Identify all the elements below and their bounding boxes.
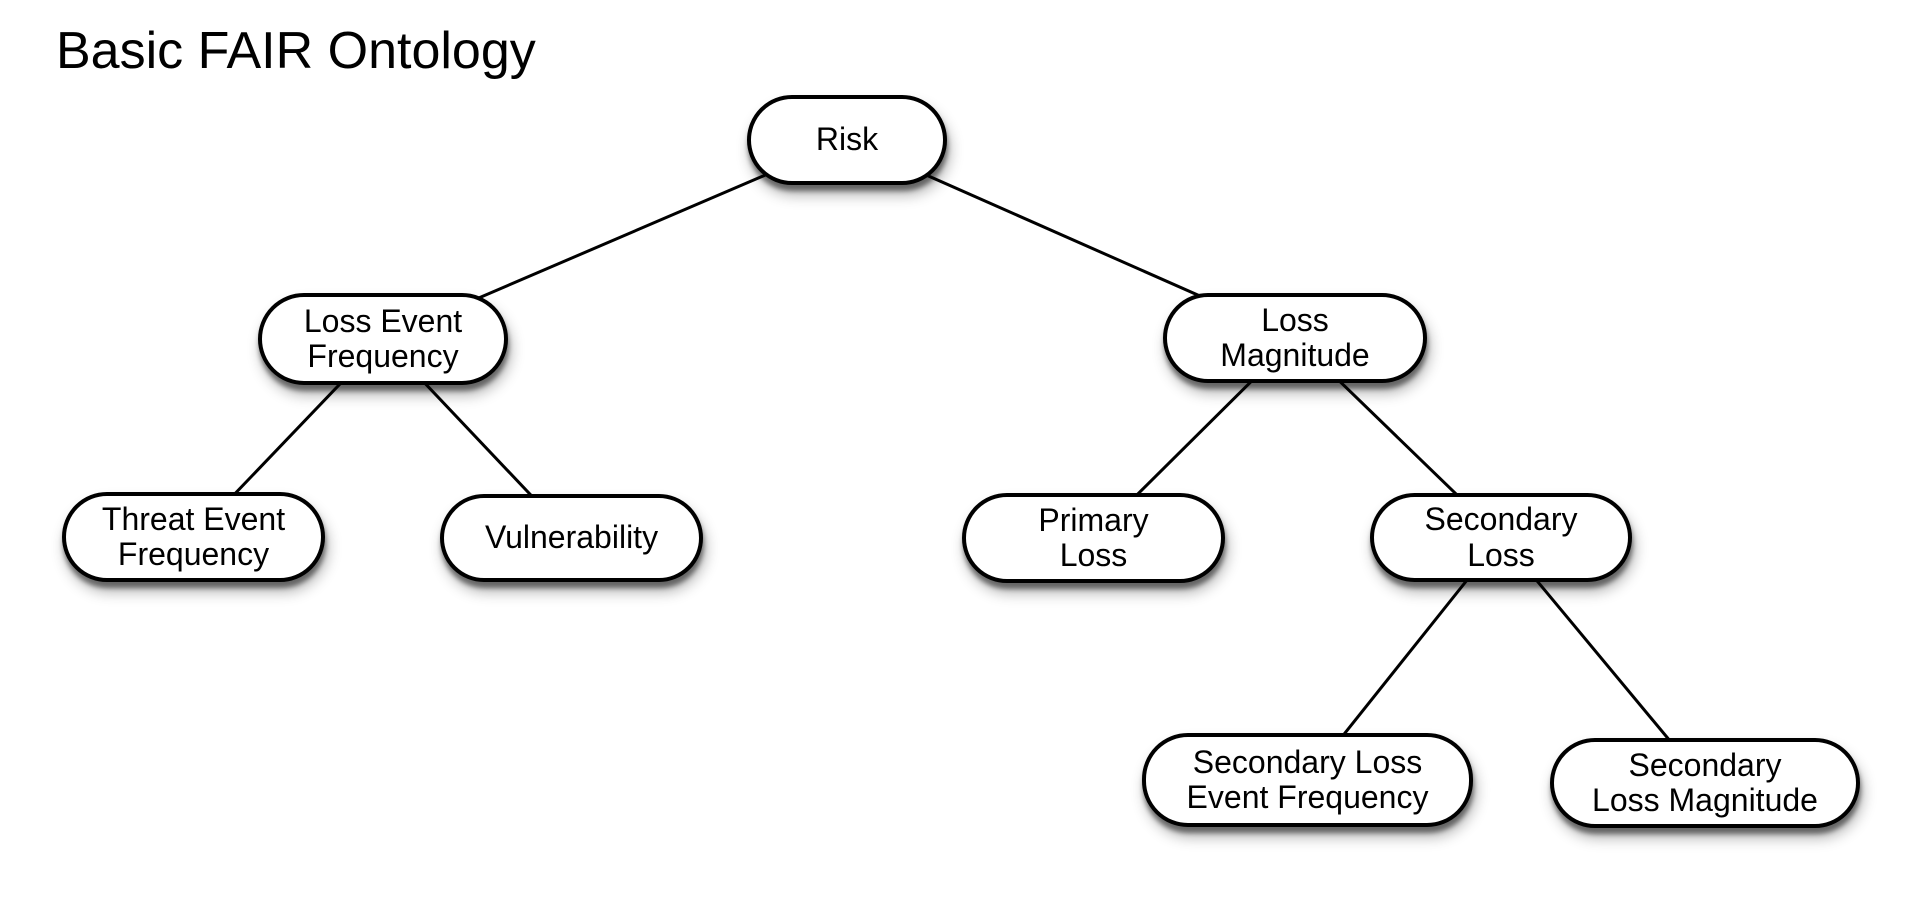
diagram-title: Basic FAIR Ontology	[56, 22, 536, 80]
node-secondary-loss: Secondary Loss	[1370, 493, 1632, 582]
node-secondary-loss-event-frequency: Secondary Loss Event Frequency	[1142, 733, 1473, 827]
node-threat-event-frequency: Threat Event Frequency	[62, 492, 325, 582]
node-loss-event-frequency: Loss Event Frequency	[258, 293, 508, 385]
node-loss-magnitude: Loss Magnitude	[1163, 293, 1427, 383]
node-primary-loss: Primary Loss	[962, 493, 1225, 583]
node-risk: Risk	[747, 95, 947, 185]
node-secondary-loss-magnitude: Secondary Loss Magnitude	[1550, 738, 1860, 828]
node-vulnerability: Vulnerability	[440, 494, 703, 582]
